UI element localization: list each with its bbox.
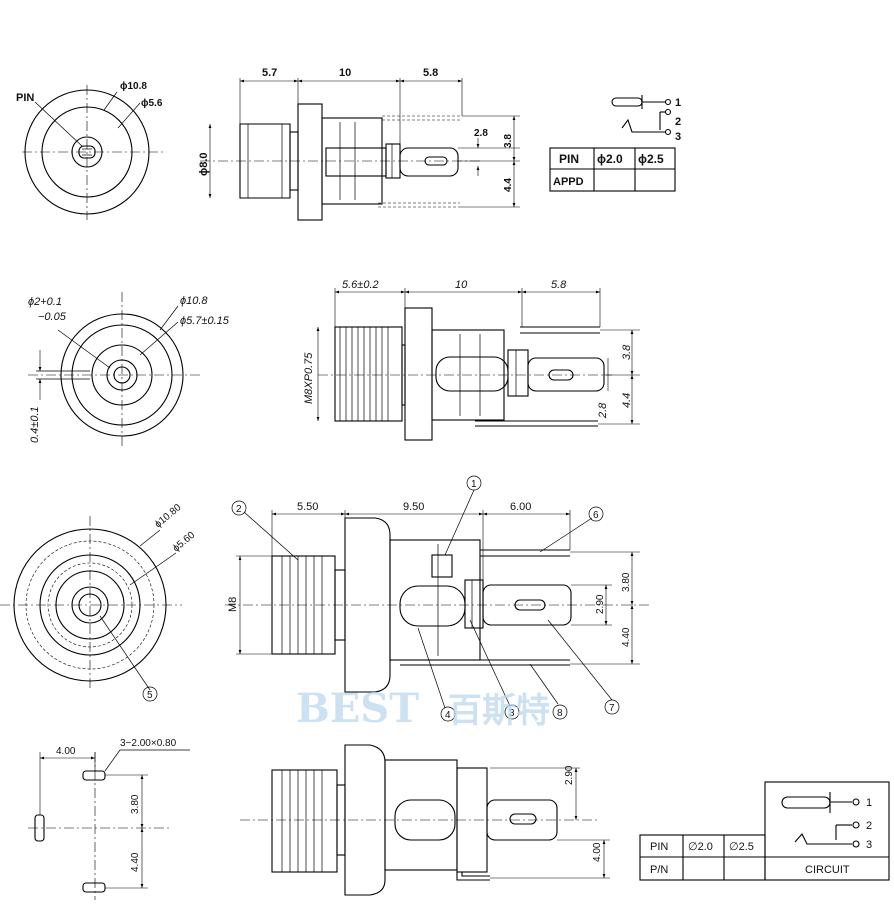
dim-a: 5.6±0.2	[342, 279, 379, 291]
watermark-cjk: 百斯特	[448, 691, 550, 731]
watermark-latin: BEST	[296, 685, 419, 732]
view3-side-view: 5.50 9.50 6.00 M8 3.80 2.90 4.40 1 6 7	[225, 475, 650, 722]
dim-h1: 3.8	[621, 344, 633, 360]
dia-inner-label: ϕ5.6	[141, 98, 163, 109]
side-dim-h1: 2.90	[564, 765, 575, 785]
callout-6: 6	[593, 510, 599, 521]
callout-1: 1	[471, 479, 477, 490]
pcb-dim-h2: 4.40	[130, 852, 141, 872]
dim-body: ϕ8.0	[198, 152, 210, 176]
table-head-d25: ∅2.5	[729, 841, 754, 853]
dim-h3: 2.8	[597, 402, 609, 419]
dim-h3: 4.4	[503, 178, 514, 192]
view1-front-view: PIN ϕ10.8 ϕ5.6	[16, 81, 165, 220]
dim-h2: 3.8	[503, 134, 514, 148]
callout-5: 5	[147, 690, 153, 701]
dia-inner: ϕ5.60	[171, 529, 198, 554]
dim-a: 5.50	[297, 501, 318, 513]
dia-pin-tol: −0.05	[38, 311, 67, 323]
thread: M8XP0.75	[303, 352, 315, 404]
callout-7: 7	[609, 703, 615, 714]
circuit-pin-2: 2	[675, 116, 681, 128]
view1-pin-table: PIN ϕ2.0 ϕ2.5 APPD	[549, 147, 676, 192]
callout-3: 3	[509, 708, 515, 719]
dia-outer: ϕ10.8	[180, 295, 208, 307]
dim-c: 5.8	[551, 279, 567, 291]
view3-front-view: 2 5 ϕ10.80 ϕ5.60	[0, 500, 299, 702]
dia-pin: ϕ2+0.1	[28, 296, 62, 308]
dim-b: 10	[339, 67, 351, 79]
pcb-dim-h1: 3.80	[130, 794, 141, 814]
dim-c: 5.8	[423, 67, 438, 79]
dim-b: 9.50	[403, 501, 424, 513]
table-row-appd: APPD	[553, 176, 584, 188]
view4-circuit-box: 1 2 3 CIRCUIT	[764, 781, 890, 881]
pcb-holes: 3−2.00×0.80	[120, 738, 177, 749]
table-row-pn: P/N	[650, 864, 668, 876]
view2-front-view: ϕ2+0.1 −0.05 ϕ10.8 ϕ5.7±0.15 0.4±0.1	[28, 292, 230, 448]
circuit-pin-3: 3	[675, 131, 681, 143]
table-head-d20: ϕ2.0	[597, 152, 623, 166]
dim-h1: 3.80	[621, 572, 632, 592]
dia-mid: ϕ5.7±0.15	[180, 315, 230, 327]
circuit-pin-1: 1	[675, 97, 681, 109]
dia-outer-label: ϕ10.8	[120, 81, 147, 92]
view1-circuit-symbol: 1 2 3	[611, 95, 681, 143]
circuit-pin-3: 3	[866, 839, 872, 851]
side-dim-h2: 4.00	[592, 842, 603, 862]
table-head-d20: ∅2.0	[688, 841, 713, 853]
table-head-pin: PIN	[650, 841, 668, 853]
circuit-pin-1: 1	[866, 797, 872, 809]
table-head-pin: PIN	[559, 152, 579, 166]
view1-side-view: 5.7 10 5.8 ϕ8.0 2.8 3.8 4.4	[198, 67, 520, 221]
view4-pcb-layout: 4.00 3−2.00×0.80 3.80 4.40	[28, 738, 190, 900]
dim-h2: 4.4	[621, 393, 633, 408]
callout-4: 4	[445, 710, 451, 721]
dim-b: 10	[455, 279, 468, 291]
dim-h1: 2.8	[474, 128, 488, 139]
view2-side-view: 5.6±0.2 10 5.8 M8XP0.75 3.8 4.4 2.8	[303, 279, 640, 441]
watermark: BEST 百斯特	[296, 685, 550, 732]
thread: M8	[227, 597, 239, 612]
dim-c: 6.00	[510, 501, 531, 513]
pin-label: PIN	[16, 92, 34, 104]
view4-side-view: 2.90 4.00	[240, 744, 610, 896]
callout-2: 2	[236, 504, 242, 515]
circuit-label: CIRCUIT	[805, 864, 850, 876]
table-head-d25: ϕ2.5	[638, 152, 664, 166]
pcb-width: 4.00	[56, 746, 76, 757]
dim-h2: 2.90	[595, 594, 606, 614]
dia-outer: ϕ10.80	[153, 502, 184, 530]
dim-a: 5.7	[262, 67, 277, 79]
view4-pin-table: PIN ∅2.0 ∅2.5 P/N	[639, 834, 766, 881]
callout-8: 8	[557, 708, 563, 719]
circuit-pin-2: 2	[866, 820, 872, 832]
offset: 0.4±0.1	[29, 406, 41, 443]
dim-h3: 4.40	[621, 627, 632, 647]
